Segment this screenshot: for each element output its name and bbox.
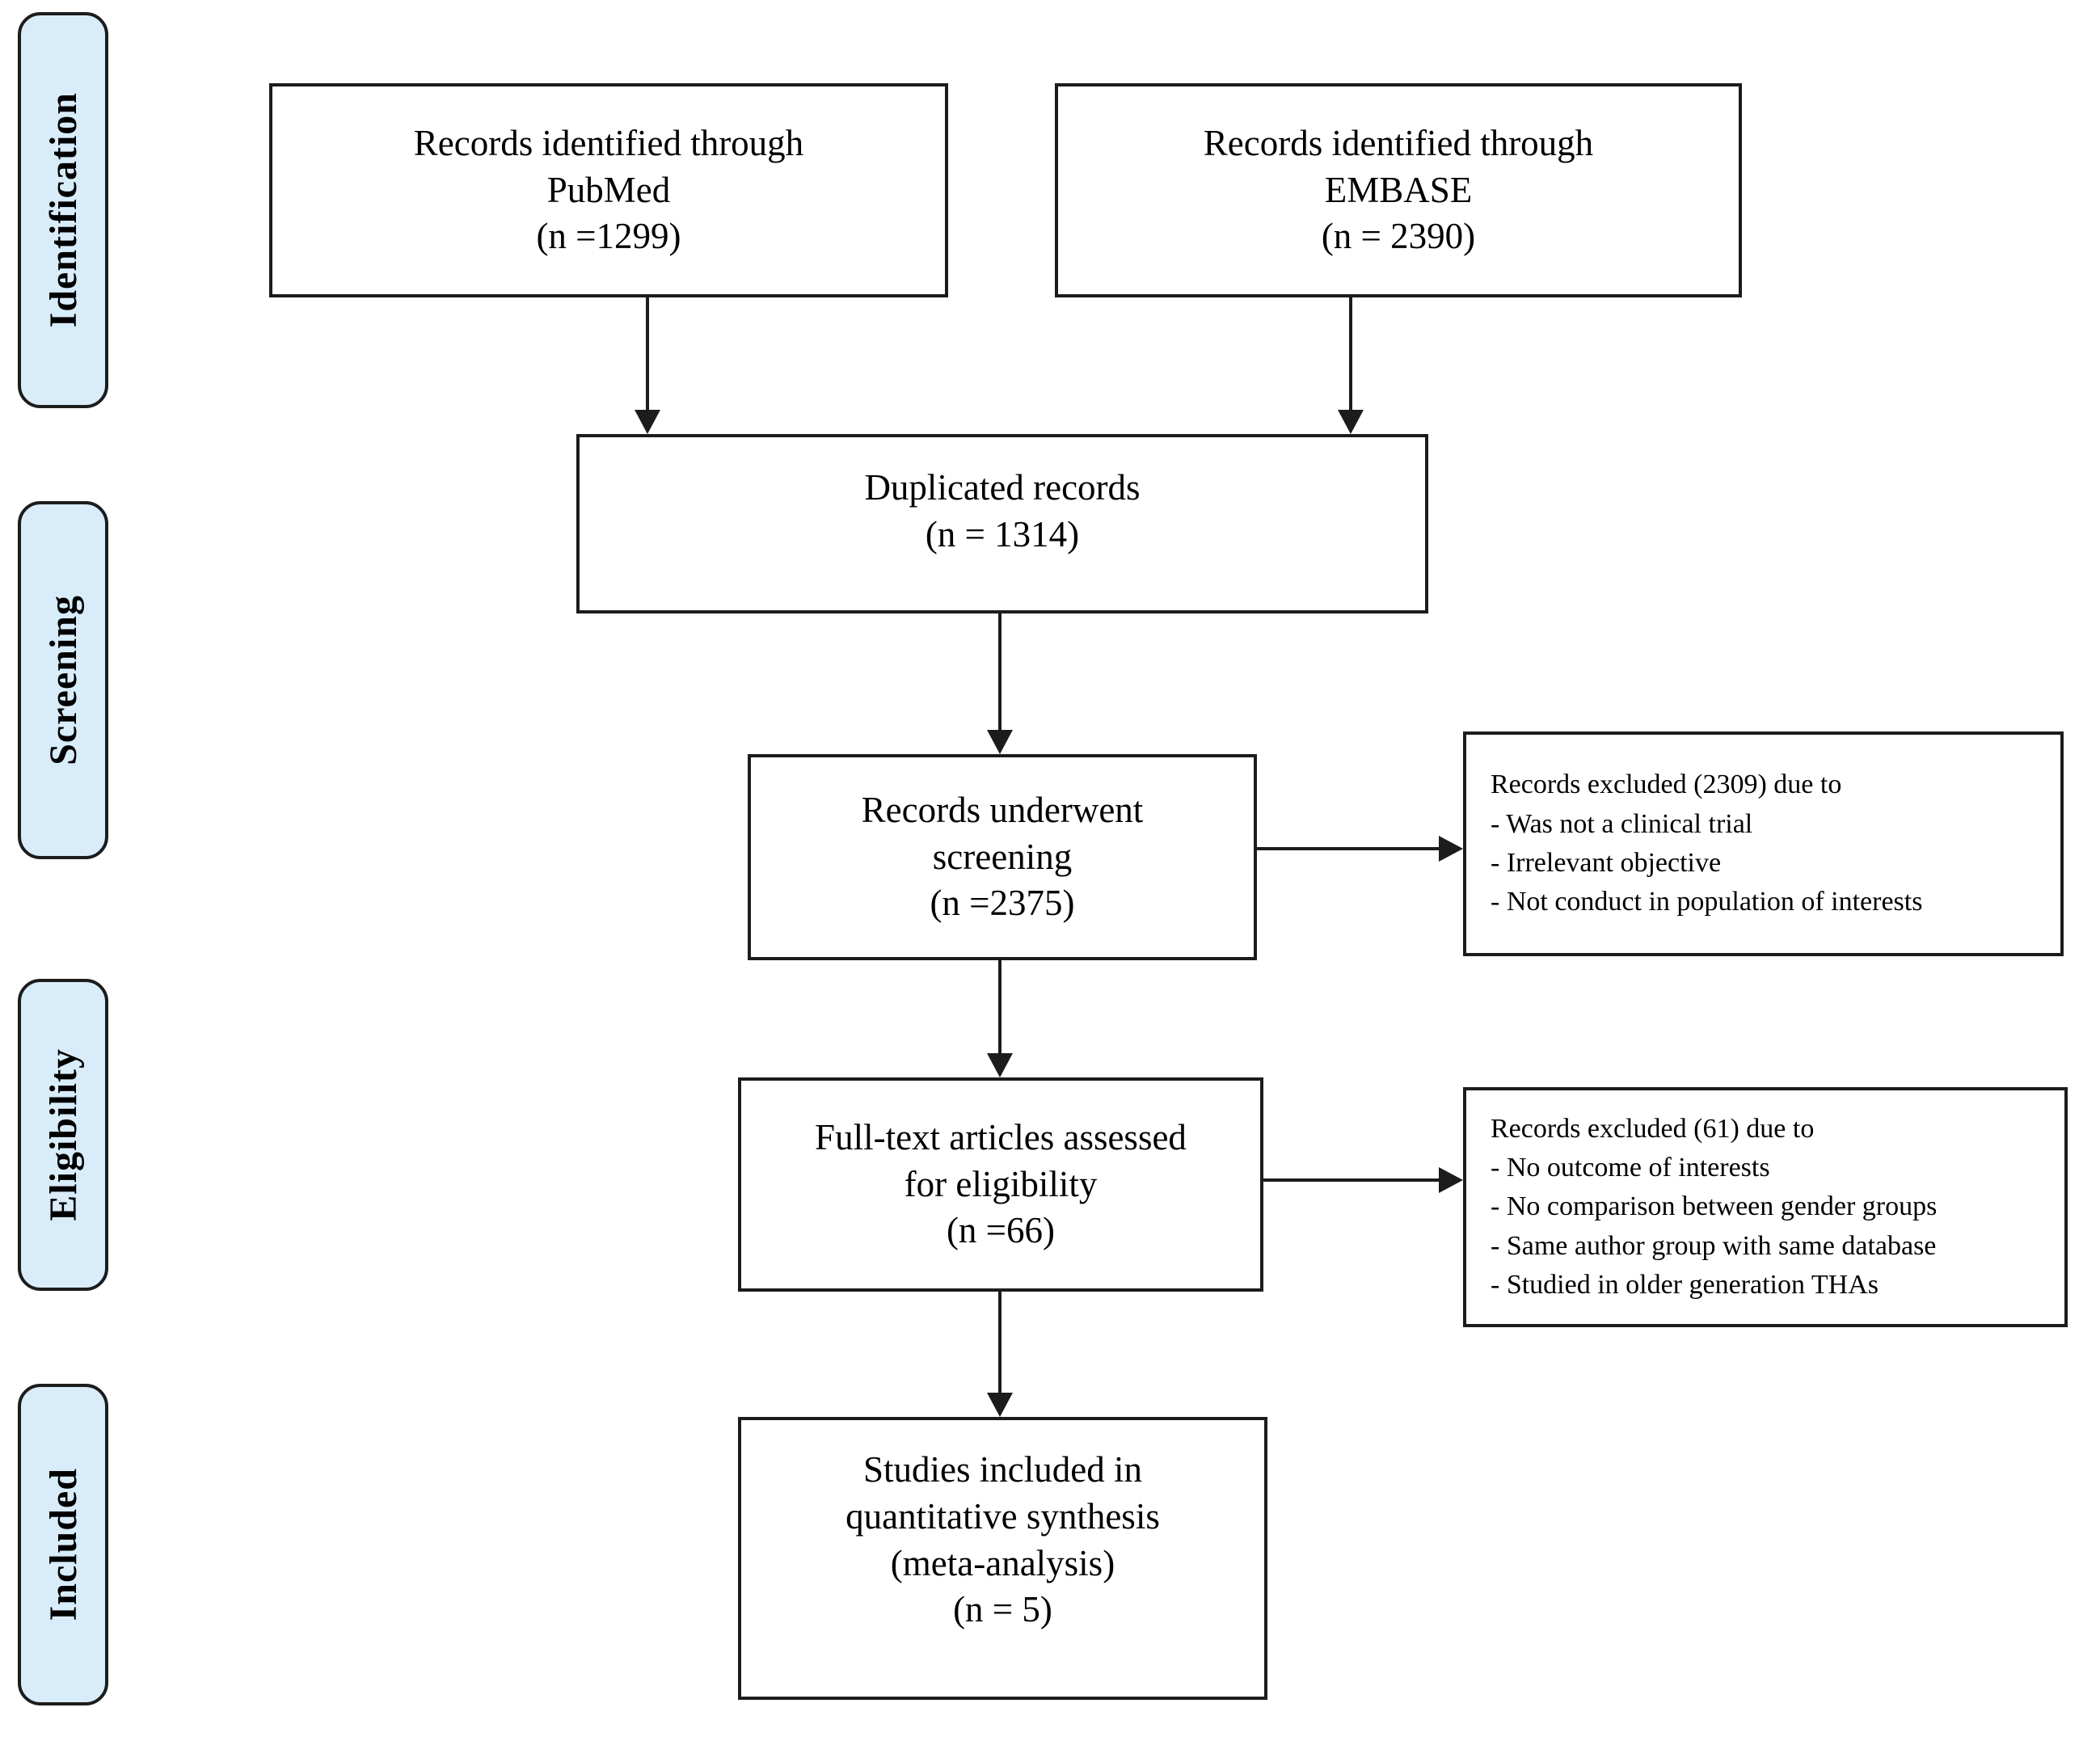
- connector-screening-to-fulltext: [998, 960, 1002, 1055]
- box-line: (meta-analysis): [890, 1542, 1115, 1583]
- box-excluded-eligibility: Records excluded (61) due to - No outcom…: [1463, 1087, 2068, 1327]
- box-line: (n = 1314): [925, 514, 1080, 554]
- arrowhead-down-icon: [635, 410, 660, 434]
- arrowhead-down-icon: [987, 1393, 1013, 1417]
- excluded-item: - No comparison between gender groups: [1491, 1191, 1938, 1222]
- excluded-item: - Same author group with same database: [1491, 1230, 1937, 1261]
- stage-eligibility-label: Eligibility: [41, 1048, 85, 1221]
- box-line: PubMed: [546, 169, 671, 210]
- box-duplicated-records: Duplicated records (n = 1314): [576, 434, 1428, 613]
- connector-embase-to-duplicated: [1349, 297, 1352, 411]
- arrowhead-down-icon: [1338, 410, 1364, 434]
- box-line: Duplicated records: [864, 467, 1141, 508]
- box-records-pubmed: Records identified through PubMed (n =12…: [269, 83, 948, 297]
- excluded-title: Records excluded (61) due to: [1491, 1113, 1815, 1144]
- excluded-item: - No outcome of interests: [1491, 1153, 1770, 1183]
- box-fulltext-assessed: Full-text articles assessed for eligibil…: [738, 1077, 1263, 1292]
- box-line: for eligibility: [904, 1163, 1098, 1204]
- box-line: quantitative synthesis: [845, 1495, 1160, 1537]
- box-line: Records underwent: [861, 790, 1144, 831]
- stage-included-label: Included: [41, 1468, 85, 1621]
- excluded-item: - Not conduct in population of interests: [1491, 887, 1923, 917]
- box-line: Studies included in: [863, 1449, 1142, 1490]
- box-studies-included: Studies included in quantitative synthes…: [738, 1417, 1267, 1700]
- box-line: (n =1299): [536, 216, 681, 257]
- box-line: (n =66): [946, 1210, 1056, 1251]
- box-records-embase: Records identified through EMBASE (n = 2…: [1055, 83, 1742, 297]
- stage-screening: Screening: [18, 501, 108, 859]
- excluded-title: Records excluded (2309) due to: [1491, 769, 1842, 800]
- box-line: (n = 5): [953, 1589, 1052, 1630]
- arrowhead-down-icon: [987, 1053, 1013, 1077]
- box-line: (n =2375): [930, 883, 1075, 924]
- box-records-screening: Records underwent screening (n =2375): [748, 754, 1257, 960]
- excluded-item: - Irrelevant objective: [1491, 848, 1722, 878]
- connector-screening-to-excluded: [1255, 847, 1441, 850]
- connector-fulltext-to-included: [998, 1292, 1002, 1394]
- stage-identification: Identification: [18, 12, 108, 408]
- connector-pubmed-to-duplicated: [646, 297, 649, 411]
- excluded-item: - Was not a clinical trial: [1491, 808, 1753, 839]
- stage-included: Included: [18, 1384, 108, 1705]
- arrowhead-right-icon: [1439, 836, 1463, 862]
- arrowhead-right-icon: [1439, 1167, 1463, 1193]
- connector-duplicated-to-screening: [998, 613, 1002, 731]
- stage-screening-label: Screening: [41, 595, 85, 765]
- box-line: screening: [932, 836, 1073, 877]
- stage-identification-label: Identification: [41, 92, 85, 328]
- connector-fulltext-to-excluded: [1262, 1178, 1441, 1182]
- box-line: Records identified through: [1203, 123, 1594, 164]
- box-excluded-screening: Records excluded (2309) due to - Was not…: [1463, 731, 2064, 956]
- box-line: Full-text articles assessed: [815, 1117, 1187, 1158]
- box-line: Records identified through: [413, 123, 804, 164]
- box-line: EMBASE: [1324, 169, 1473, 210]
- box-line: (n = 2390): [1321, 216, 1476, 257]
- arrowhead-down-icon: [987, 730, 1013, 754]
- excluded-item: - Studied in older generation THAs: [1491, 1269, 1879, 1300]
- stage-eligibility: Eligibility: [18, 979, 108, 1291]
